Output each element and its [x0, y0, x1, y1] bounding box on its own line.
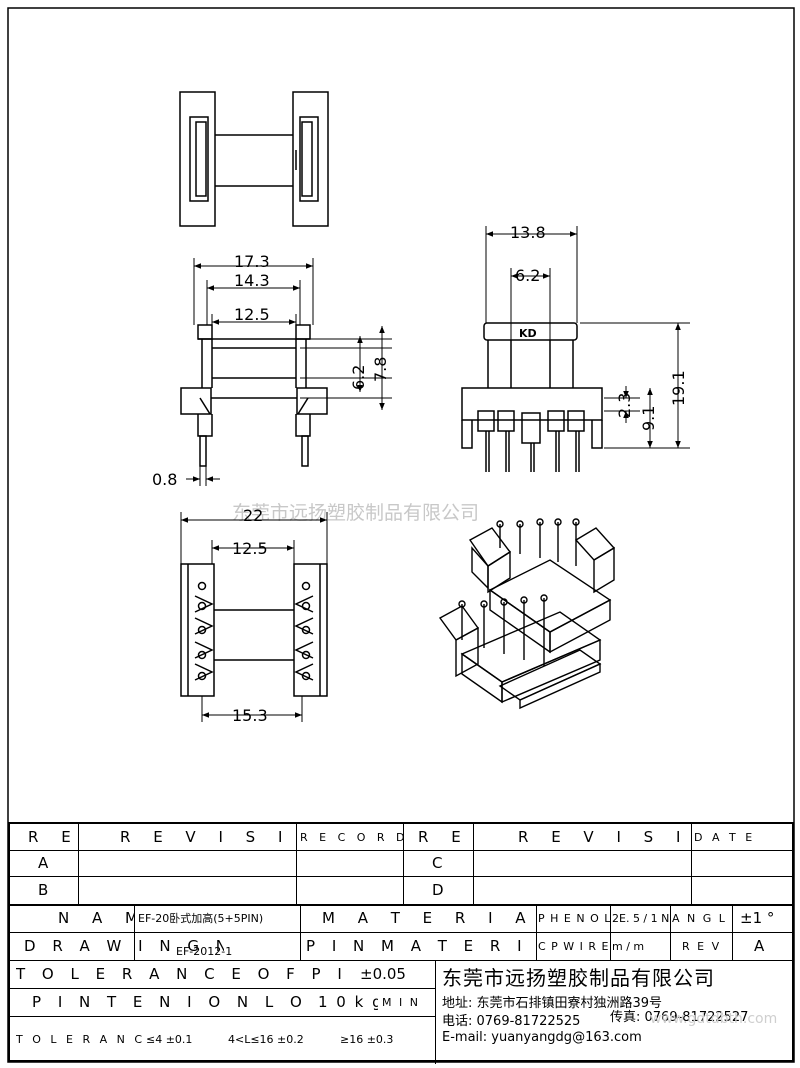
tolerance-pitch-value: ±0.05 [360, 965, 406, 983]
dim-6-2-side: 6.2 [515, 266, 540, 285]
rev-row-a: A [38, 854, 49, 872]
pin-tension-min: M I N [382, 995, 420, 1009]
dim-15-3: 15.3 [232, 706, 268, 725]
record-header-left: R E C O R D [300, 830, 403, 844]
tolerance-range-2: 4<L≤16 ±0.2 [228, 1032, 304, 1046]
pin-material-value: C P W I R E [538, 939, 610, 953]
company-email: E-mail: yuanyangdg@163.com [442, 1029, 642, 1045]
tolerance-range-3: ≥16 ±0.3 [340, 1032, 394, 1046]
name-label: N A M E [58, 909, 134, 927]
drawing-no-label: D R A W I N G N O [24, 937, 224, 955]
company-name: 东莞市远扬塑胶制品有限公司 [442, 965, 715, 990]
dim-19-1: 19.1 [669, 370, 688, 406]
dim-0-8-pin: 0.8 [152, 470, 177, 489]
top-view [179, 91, 329, 227]
pin-tension-label: P I N T E N I O N L O A D [32, 993, 312, 1011]
rev-header-right: R E V [418, 828, 473, 846]
name-value: EF-20卧式加高(5+5PIN) [138, 912, 264, 925]
rev-row-c: C [432, 854, 443, 872]
material-value: P H E N O L I C [538, 911, 610, 925]
rev-value: A [754, 937, 765, 955]
date-header-right: D A T E [694, 830, 756, 844]
company-phone: 电话: 0769-81722525 [442, 1013, 581, 1029]
company-address: 地址: 东莞市石排镇田寮村独洲路39号 [442, 995, 663, 1011]
kd-mark: KD [519, 327, 537, 340]
tolerance-label: T O L E R A N C E [16, 1032, 146, 1046]
dim-17-3: 17.3 [234, 252, 270, 271]
dim-9-1: 9.1 [639, 406, 658, 431]
side-view [461, 322, 603, 472]
dim-13-8: 13.8 [510, 223, 546, 242]
dim-6-2-front: 6.2 [349, 365, 368, 390]
side-view-dims [485, 226, 690, 449]
rev-label: R E V [682, 939, 722, 953]
bottom-view-dims [180, 512, 328, 722]
front-view-dims [186, 258, 392, 486]
title-block: R E V R E V I S I O N R E C O R D R E V … [8, 822, 794, 1064]
rev-row-b: B [38, 881, 49, 899]
rev-header-left: R E V [28, 828, 78, 846]
drawing-no-value: EF-2012-1 [176, 944, 233, 958]
dim-7-8-front: 7.8 [371, 357, 390, 382]
watermark-company: 东莞市远扬塑胶制品有限公司 [232, 502, 479, 524]
tolerance-pitch-label: T O L E R A N C E O F P I N P I T C H [16, 965, 356, 983]
sheet-border [7, 7, 795, 1063]
dim-12-5-front: 12.5 [234, 305, 270, 324]
tolerance-range-1: ≤4 ±0.1 [146, 1032, 193, 1046]
isometric-view [438, 518, 616, 710]
revision-header-right: R E V I S I O N [518, 828, 691, 846]
dim-14-3: 14.3 [234, 271, 270, 290]
dim-12-5-bottom: 12.5 [232, 539, 268, 558]
unit-value: m / m [612, 939, 645, 953]
angle-value: ±1 ° [740, 909, 775, 927]
pin-material-label: P I N M A T E R I A L [306, 937, 536, 955]
bottom-view [180, 563, 328, 697]
watermark-url: www.gdtdbth.com [650, 1011, 778, 1027]
company-fax: 传真: 0769-81722527 [610, 1009, 749, 1025]
material-label: M A T E R I A L [322, 909, 536, 927]
dim-2-3: 2.3 [615, 393, 634, 418]
material-grade: 2E. 5 / 1 N [612, 911, 670, 925]
revision-header-left: R E V I S I O N [120, 828, 296, 846]
pin-tension-value: 1 0 k g [318, 993, 378, 1011]
angle-label: A N G L E [672, 911, 732, 925]
front-view [180, 324, 328, 467]
rev-row-d: D [432, 881, 444, 899]
dim-22: 22 [243, 506, 263, 525]
